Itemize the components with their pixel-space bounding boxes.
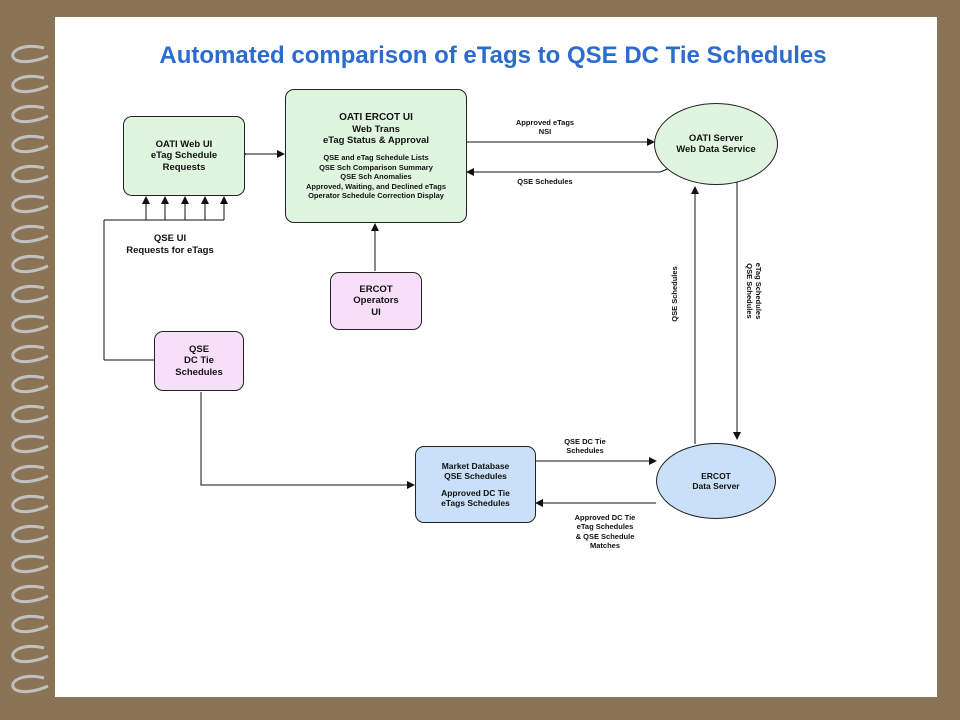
label-qse-schedules-top: QSE Schedules (517, 177, 573, 186)
label-approved-dc-tie-matches: Approved DC Tie eTag Schedules & QSE Sch… (574, 513, 636, 551)
ring-icon (11, 105, 49, 124)
ring-icon (11, 495, 49, 514)
ring-icon (11, 405, 49, 424)
node-ercot-data-server: ERCOT Data Server (656, 443, 776, 519)
edge-server-to-ercotui (466, 167, 671, 176)
ring-icon (11, 525, 49, 544)
notebook-rings (11, 45, 49, 694)
ring-icon (11, 615, 49, 634)
label-approved-etags-nsi: Approved eTags NSI (515, 118, 575, 137)
ring-icon (11, 195, 49, 214)
ring-icon (11, 255, 49, 274)
ring-icon (11, 75, 49, 94)
ring-icon (11, 165, 49, 184)
label-qse-dc-tie-schedules: QSE DC Tie Schedules (564, 437, 606, 456)
ring-icon (11, 135, 49, 154)
node-ercot-operators-ui: ERCOT Operators UI (330, 272, 422, 330)
ring-icon (11, 585, 49, 604)
ring-icon (11, 435, 49, 454)
ring-icon (11, 345, 49, 364)
label-qse-schedules-vertical: QSE Schedules (670, 266, 679, 322)
node-oati-server: OATI Server Web Data Service (654, 103, 778, 185)
ring-icon (11, 645, 49, 664)
ring-icon (11, 375, 49, 394)
label-qse-ui-requests: QSE UI Requests for eTags (126, 233, 214, 256)
node-market-database: Market Database QSE Schedules Approved D… (415, 446, 536, 523)
ring-icon (11, 285, 49, 304)
ring-icon (11, 315, 49, 334)
label-etag-qse-schedules-vertical: eTag Schedules QSE Schedules (744, 262, 763, 320)
diagram-title: Automated comparison of eTags to QSE DC … (159, 42, 827, 69)
ring-icon (11, 45, 49, 64)
ring-icon (11, 675, 49, 694)
ring-icon (11, 465, 49, 484)
ring-icon (11, 225, 49, 244)
node-oati-ercot-ui: OATI ERCOT UI Web Trans eTag Status & Ap… (285, 89, 467, 223)
node-oati-web-ui: OATI Web UI eTag Schedule Requests (123, 116, 245, 196)
ring-icon (11, 555, 49, 574)
edge-qse-to-marketdb (200, 392, 415, 489)
node-qse-dc-tie-schedules: QSE DC Tie Schedules (154, 331, 244, 391)
